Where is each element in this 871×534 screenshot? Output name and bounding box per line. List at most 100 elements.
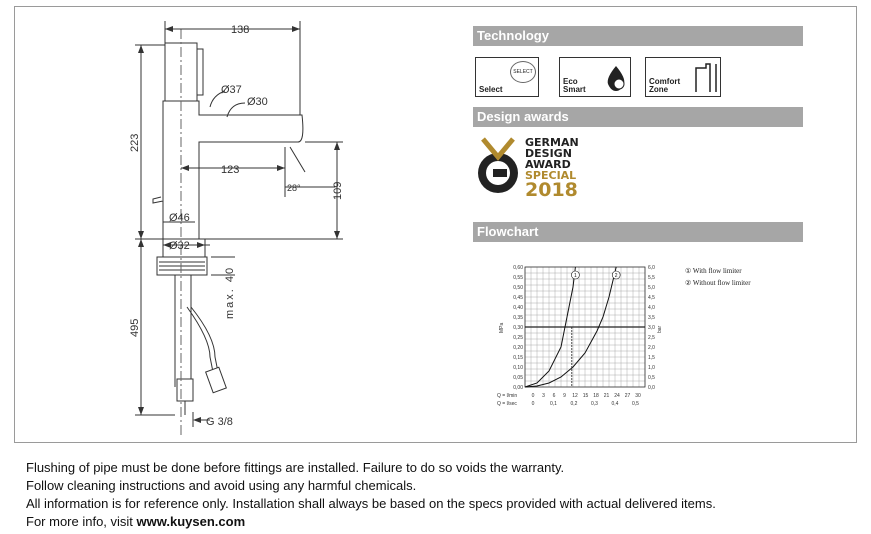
y-right-tick-label: 4,0	[648, 305, 655, 311]
note-more-info-prefix: For more info, visit	[26, 514, 137, 529]
y-right-tick-label: 3,5	[648, 315, 655, 321]
x-row1-tick-label: 3	[542, 393, 545, 399]
x-row1-tick-label: 12	[572, 393, 578, 399]
dim-123: 123	[221, 164, 239, 176]
y-left-tick-label: 0,45	[513, 295, 523, 301]
award-year: 2018	[525, 179, 578, 201]
comfort-label: Comfort	[649, 77, 681, 86]
y-left-tick-label: 0,20	[513, 345, 523, 351]
x-row2-label: Q = l/sec	[497, 401, 517, 407]
zone-label: Zone	[649, 85, 669, 94]
section-flowchart-header: Flowchart	[473, 222, 803, 242]
dim-diameter-32: Ø32	[169, 240, 190, 252]
dim-223: 223	[129, 134, 141, 152]
dim-109: 109	[332, 182, 344, 200]
y-right-axis-label: bar	[657, 325, 663, 333]
award-line-design: DESIGN	[525, 147, 572, 160]
water-drop-icon	[607, 66, 625, 91]
german-design-award: GERMAN DESIGN AWARD SPECIAL 2018	[473, 135, 603, 200]
series-line-1	[524, 266, 576, 388]
note-flushing: Flushing of pipe must be done before fit…	[26, 460, 565, 475]
website-link[interactable]: www.kuysen.com	[136, 514, 246, 529]
legend-marker-1-icon: ①	[685, 267, 693, 275]
dim-angle-28: 28°	[287, 183, 301, 193]
series-marker-1	[571, 270, 580, 280]
series-line-2	[524, 266, 617, 388]
x-row1-tick-label: 15	[583, 393, 589, 399]
notes-block: Flushing of pipe must be done before fit…	[26, 459, 716, 531]
x-row2-tick-label: 0,4	[612, 401, 619, 407]
x-row2-tick-label: 0,2	[571, 401, 578, 407]
series-marker-2	[611, 270, 621, 280]
award-line-special: SPECIAL	[525, 169, 577, 182]
y-right-tick-label: 5,5	[648, 275, 655, 281]
x-row1-tick-label: 9	[563, 393, 566, 399]
y-left-tick-label: 0,55	[513, 275, 523, 281]
y-right-tick-label: 2,5	[648, 335, 655, 341]
x-row1-tick-label: 24	[614, 393, 620, 399]
x-row2-tick-label: 0,1	[550, 401, 557, 407]
award-line-german: GERMAN	[525, 136, 579, 149]
x-row1-label: Q = l/min	[497, 393, 517, 399]
dim-diameter-30: Ø30	[247, 96, 268, 108]
dim-max-40: max. 40	[224, 266, 236, 319]
eco-label: Eco	[563, 77, 578, 86]
section-awards-header: Design awards	[473, 107, 803, 127]
y-right-tick-label: 5,0	[648, 285, 655, 291]
faucet-technical-drawing: 138 Ø37 Ø30 123 28° Ø46 Ø32 G 3/8 223 49…	[129, 21, 344, 435]
legend-label-2: Without flow limiter	[692, 279, 751, 287]
note-cleaning: Follow cleaning instructions and avoid u…	[26, 478, 417, 493]
dim-495: 495	[129, 319, 141, 337]
y-right-tick-label: 4,5	[648, 295, 655, 301]
tech-ecosmart: Eco Smart	[559, 57, 631, 97]
y-left-tick-label: 0,10	[513, 365, 523, 371]
legend-item-1: ① With flow limiter	[685, 265, 751, 277]
y-left-tick-label: 0,40	[513, 305, 523, 311]
x-row2-tick-label: 0	[532, 401, 535, 407]
y-right-tick-label: 6,0	[648, 265, 655, 271]
y-right-tick-label: 3,0	[648, 325, 655, 331]
y-right-tick-label: 1,0	[648, 365, 655, 371]
faucet-height-icon	[695, 63, 717, 92]
x-row1-tick-label: 30	[635, 393, 641, 399]
x-row1-tick-label: 18	[593, 393, 599, 399]
select-label: Select	[479, 85, 503, 94]
legend-label-1: With flow limiter	[692, 267, 742, 275]
x-row1-tick-label: 21	[604, 393, 610, 399]
note-more-info: For more info, visit www.kuysen.com	[26, 513, 716, 531]
faucet-body-outline	[162, 100, 304, 240]
dim-diameter-37: Ø37	[221, 84, 242, 96]
y-right-tick-label: 0,5	[648, 375, 655, 381]
x-row1-tick-label: 6	[553, 393, 556, 399]
y-left-tick-label: 0,30	[513, 325, 523, 331]
series-marker-label: 1	[574, 273, 577, 279]
x-row1-tick-label: 27	[625, 393, 631, 399]
y-left-tick-label: 0,25	[513, 335, 523, 341]
legend-marker-2-icon: ②	[685, 279, 693, 287]
tech-select: SELECT Select	[475, 57, 539, 97]
y-left-tick-label: 0,35	[513, 315, 523, 321]
dim-138: 138	[231, 24, 249, 36]
y-left-tick-label: 0,00	[513, 385, 523, 391]
x-row1-tick-label: 0	[532, 393, 535, 399]
y-left-tick-label: 0,15	[513, 355, 523, 361]
award-logo-icon	[478, 137, 518, 193]
smart-label: Smart	[563, 85, 586, 94]
dim-diameter-46: Ø46	[169, 212, 190, 224]
series-marker-label: 2	[615, 273, 618, 279]
x-row2-tick-label: 0,3	[591, 401, 598, 407]
spec-sheet: 138 Ø37 Ø30 123 28° Ø46 Ø32 G 3/8 223 49…	[14, 6, 857, 443]
y-right-tick-label: 0,0	[648, 385, 655, 391]
dim-thread-g38: G 3/8	[206, 416, 233, 428]
y-right-tick-label: 2,0	[648, 345, 655, 351]
y-left-axis-label: MPa	[499, 323, 505, 334]
select-badge-icon: SELECT	[510, 61, 536, 83]
legend-item-2: ② Without flow limiter	[685, 277, 751, 289]
y-left-tick-label: 0,60	[513, 265, 523, 271]
tech-comfort-zone: Comfort Zone	[645, 57, 721, 97]
section-technology-header: Technology	[473, 26, 803, 46]
award-line-award: AWARD	[525, 158, 571, 171]
y-right-tick-label: 1,5	[648, 355, 655, 361]
x-row2-tick-label: 0,5	[632, 401, 639, 407]
flow-chart: 0,600,550,500,450,400,350,300,250,200,15…	[497, 265, 663, 407]
